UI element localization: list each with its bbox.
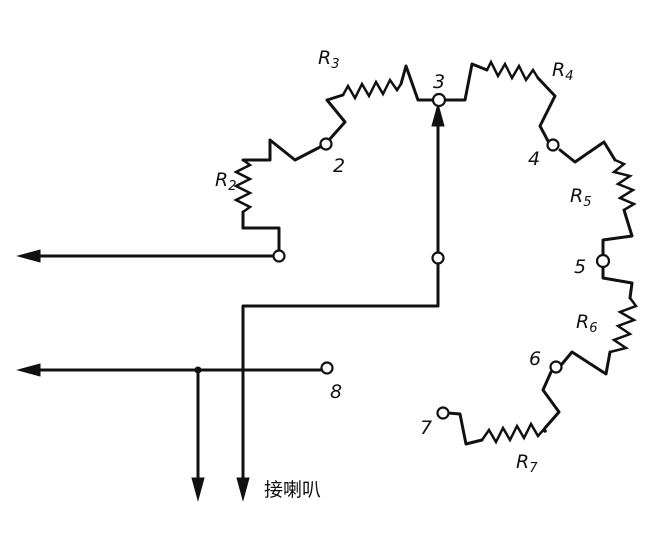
terminal-7 <box>436 406 450 420</box>
terminal-8 <box>320 361 334 375</box>
label-terminal-2: 2 <box>333 155 345 177</box>
junction-common <box>194 366 202 374</box>
wire-left-output-to-r2 <box>241 210 281 258</box>
arrow-common-down <box>191 477 205 502</box>
resistor-r6 <box>609 297 639 354</box>
label-terminal-7: 7 <box>420 417 432 439</box>
terminal-left-output <box>272 249 286 263</box>
label-r6: R6 <box>576 311 597 336</box>
wire-wiper-lower <box>241 263 440 480</box>
wire-r3-to-terminal-3 <box>399 64 434 102</box>
resistor-r5 <box>611 158 637 212</box>
label-terminal-8: 8 <box>330 381 342 403</box>
wire-terminal-6-to-r7 <box>541 370 561 430</box>
wire-terminal-5-to-r6 <box>601 266 634 300</box>
wire-terminal-2-to-r3 <box>325 93 347 142</box>
arrow-wiper-up <box>431 102 445 127</box>
terminal-6 <box>549 360 563 374</box>
label-r5: R5 <box>570 185 591 210</box>
label-terminal-6: 6 <box>529 348 541 370</box>
label-terminal-5: 5 <box>574 256 586 278</box>
label-r2: R2 <box>215 169 236 194</box>
label-speaker-connect: 接喇叭 <box>264 479 321 501</box>
resistor-r4 <box>485 59 540 83</box>
arrow-speaker-down <box>236 477 250 502</box>
label-r7: R7 <box>516 451 538 476</box>
label-r3: R3 <box>318 47 339 72</box>
wire-terminal-4-to-r5 <box>558 140 617 164</box>
wire-r5-to-terminal-5 <box>601 208 634 256</box>
arrow-common-left <box>16 363 41 377</box>
resistor-r2 <box>233 158 253 214</box>
dot-r7 <box>543 429 547 433</box>
terminal-wiper-mid <box>431 251 445 265</box>
wire-r4-to-terminal-4 <box>536 76 557 143</box>
wire-r7-to-terminal-7 <box>446 411 484 446</box>
terminal-2 <box>319 137 333 151</box>
resistor-r7 <box>480 421 546 445</box>
resistor-r3 <box>341 77 403 101</box>
wire-r2-to-terminal-2 <box>241 138 324 162</box>
arrow-left-output <box>16 249 41 263</box>
terminal-4 <box>546 138 560 152</box>
label-terminal-4: 4 <box>528 148 540 170</box>
wire-terminal-3-to-r4 <box>444 62 489 102</box>
label-r4: R4 <box>552 59 573 84</box>
wire-r6-to-terminal-6 <box>560 350 612 376</box>
label-terminal-3: 3 <box>433 71 445 93</box>
terminal-5 <box>595 253 611 269</box>
terminal-3 <box>431 92 447 108</box>
